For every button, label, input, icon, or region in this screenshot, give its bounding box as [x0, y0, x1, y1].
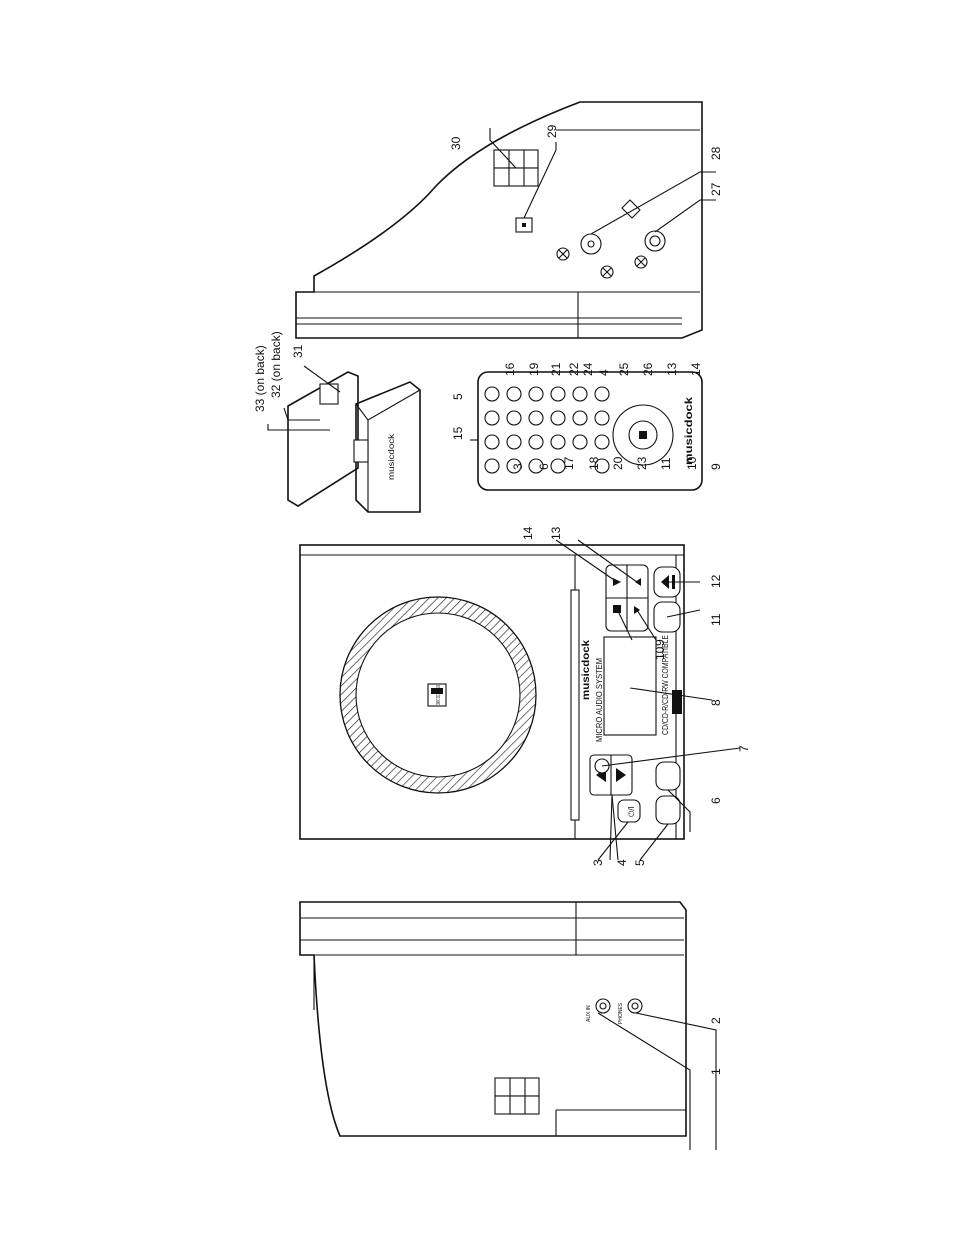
remote-button[interactable]: [529, 387, 543, 401]
svg-text:MICRO AUDIO SYSTEM: MICRO AUDIO SYSTEM: [595, 658, 604, 742]
callout-2: 2: [709, 1017, 723, 1024]
callout-r20: 20: [611, 456, 625, 470]
callout-7: 7: [737, 745, 751, 752]
callout-29: 29: [545, 124, 559, 138]
cd-door: COMPACT DISC DIGITAL AUDIO: [340, 597, 536, 793]
callout-r10: 10: [685, 456, 699, 470]
remote-button[interactable]: [485, 459, 499, 473]
remote-button[interactable]: [529, 435, 543, 449]
remote-button[interactable]: [529, 411, 543, 425]
remote-button[interactable]: [485, 411, 499, 425]
standby-button[interactable]: ⏻/I: [618, 800, 640, 822]
callout-4: 4: [615, 859, 629, 866]
ipod-dock: musicdock: [288, 372, 420, 512]
callout-9: 9: [653, 639, 667, 646]
callout-r22: 22: [567, 362, 581, 376]
callout-10c: 10: [653, 646, 667, 660]
callout-28: 28: [709, 146, 723, 160]
callout-27: 27: [709, 182, 723, 196]
remote-button[interactable]: [485, 387, 499, 401]
phones-jack: PHONES: [618, 999, 642, 1024]
callout-5b: 5: [633, 859, 647, 866]
callout-r15: 15: [451, 426, 465, 440]
remote-button[interactable]: [573, 411, 587, 425]
svg-text:AUX IN: AUX IN: [586, 1005, 592, 1022]
main-brand-block: musicdock MICRO AUDIO SYSTEM: [581, 640, 604, 742]
callout-1: 1: [709, 1068, 723, 1075]
callout-31: 31: [291, 344, 305, 358]
dock-brand: musicdock: [387, 433, 396, 480]
callout-r19: 19: [527, 362, 541, 376]
callout-12: 12: [709, 574, 723, 588]
callout-r5: 5: [451, 393, 465, 400]
speaker-terminal-left: [495, 1078, 539, 1114]
callout-r9: 9: [709, 463, 723, 470]
callout-r6: 6: [537, 463, 551, 470]
left-side-view: AUX IN PHONES: [300, 902, 716, 1150]
callout-r25: 25: [617, 362, 631, 376]
callout-r4: 4: [597, 369, 611, 376]
callout-r11: 11: [659, 457, 673, 470]
play-mode-button[interactable]: [656, 762, 680, 790]
callout-r21: 21: [549, 362, 563, 376]
function-button[interactable]: [656, 796, 680, 824]
callout-14: 14: [521, 526, 535, 540]
callout-r26: 26: [641, 362, 655, 376]
remote-control: musicdock: [478, 372, 702, 490]
remote-button[interactable]: [595, 411, 609, 425]
svg-text:⏻/I: ⏻/I: [627, 806, 636, 817]
remote-button[interactable]: [595, 387, 609, 401]
callout-r23: 23: [635, 456, 649, 470]
svg-text:COMPACT DISC DIGITAL AUDIO: COMPACT DISC DIGITAL AUDIO: [436, 685, 442, 705]
callout-13: 13: [549, 526, 563, 540]
callout-33: 33 (on back): [253, 345, 267, 412]
remote-button[interactable]: [595, 435, 609, 449]
remote-button[interactable]: [507, 411, 521, 425]
remote-button[interactable]: [551, 387, 565, 401]
callout-r13: 13: [665, 362, 679, 376]
am-antenna-jack: [557, 234, 613, 278]
remote-button[interactable]: [551, 411, 565, 425]
compact-disc-logo: COMPACT DISC DIGITAL AUDIO: [428, 684, 446, 706]
lcd-display: CD/CD-R/CD-RW COMPATIBLE: [604, 635, 682, 735]
remote-button[interactable]: [551, 435, 565, 449]
volume-buttons[interactable]: [590, 755, 632, 795]
remote-button[interactable]: [573, 387, 587, 401]
svg-text:musicdock: musicdock: [581, 640, 592, 700]
callout-r24: 24: [581, 362, 595, 376]
remote-button[interactable]: [507, 435, 521, 449]
right-side-view: [296, 102, 716, 338]
remote-brand: musicdock: [684, 396, 695, 465]
callout-r17: 17: [562, 456, 576, 470]
callout-3: 3: [591, 859, 605, 866]
callout-11: 11: [709, 613, 723, 626]
remote-button[interactable]: [573, 435, 587, 449]
callout-r16c: 16: [503, 362, 517, 376]
callout-32: 32 (on back): [269, 331, 283, 398]
callout-6: 6: [709, 797, 723, 804]
callout-30: 30: [449, 136, 463, 150]
remote-button[interactable]: [485, 435, 499, 449]
remote-nav-ring[interactable]: [613, 405, 673, 465]
callout-r3: 3: [511, 463, 525, 470]
ipod-connector: [622, 200, 665, 268]
svg-text:PHONES: PHONES: [618, 1002, 624, 1024]
main-unit-front-view: COMPACT DISC DIGITAL AUDIO ⏻/I musicdock…: [300, 540, 740, 860]
callout-r14: 14: [689, 362, 703, 376]
remote-button[interactable]: [507, 387, 521, 401]
callout-r18: 18: [587, 456, 601, 470]
fm-antenna-jack: [516, 218, 532, 232]
callout-8: 8: [709, 699, 723, 706]
